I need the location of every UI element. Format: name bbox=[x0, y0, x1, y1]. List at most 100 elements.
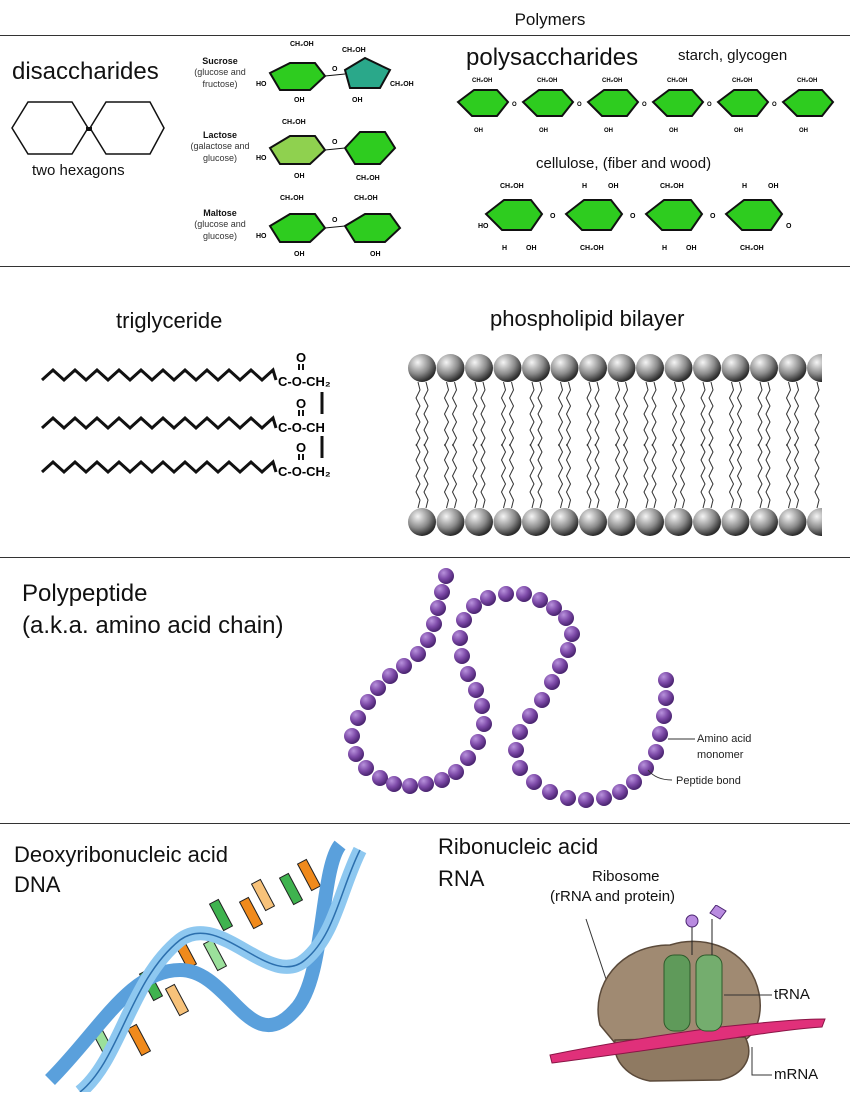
amino-acid-bead bbox=[656, 708, 672, 724]
svg-text:OH: OH bbox=[294, 97, 305, 104]
amino-acid-bead bbox=[498, 586, 514, 602]
mrna-label: mRNA bbox=[774, 1066, 819, 1083]
amino-acid-bead bbox=[396, 658, 412, 674]
lipid-tail bbox=[480, 381, 486, 447]
lipid-tail bbox=[700, 443, 706, 509]
lipid-head bbox=[493, 508, 522, 536]
lipid-tail bbox=[415, 381, 421, 447]
dna-strand-back bbox=[45, 840, 346, 1085]
svg-text:OH: OH bbox=[686, 245, 697, 252]
svg-text:CH₂OH: CH₂OH bbox=[282, 119, 306, 126]
two-hexagons-label: two hexagons bbox=[32, 162, 125, 179]
svg-text:H: H bbox=[582, 183, 587, 190]
amino-acid-bead bbox=[652, 726, 668, 742]
maltose-name: Maltose bbox=[203, 208, 237, 218]
lipid-tail bbox=[671, 443, 678, 509]
lipid-tail bbox=[508, 443, 515, 509]
bond-leader-line bbox=[647, 769, 673, 781]
lipid-tail bbox=[472, 381, 478, 447]
lipid-tail bbox=[614, 443, 621, 509]
lipid-tail bbox=[537, 381, 543, 447]
lipid-head bbox=[550, 508, 579, 536]
lipid-head bbox=[550, 354, 579, 382]
svg-text:O: O bbox=[772, 102, 777, 108]
lipid-head bbox=[408, 354, 436, 382]
lipid-tail bbox=[793, 381, 800, 447]
dna-helix-diagram bbox=[45, 840, 367, 1092]
svg-text:H: H bbox=[742, 183, 747, 190]
lipid-tail bbox=[423, 381, 429, 447]
sucrose-label: Sucrose (glucose and fructose) bbox=[180, 56, 260, 90]
lactose-sub1: (galactose and bbox=[190, 141, 250, 151]
amino-acid-label: Amino acid bbox=[697, 733, 752, 745]
svg-text:O: O bbox=[512, 102, 517, 108]
dna-heading: Deoxyribonucleic acid bbox=[14, 842, 228, 867]
lipid-tail bbox=[765, 443, 771, 509]
amino-acid-bead bbox=[508, 742, 524, 758]
lipid-head bbox=[493, 354, 522, 382]
disaccharides-heading: disaccharides bbox=[12, 58, 159, 85]
amino-acid-bead bbox=[430, 600, 446, 616]
amino-acid-bead bbox=[468, 682, 484, 698]
ester-group-1: C-O-CH₂ bbox=[278, 374, 331, 389]
amino-acid-bead bbox=[386, 776, 402, 792]
ribosome-label: Ribosome bbox=[592, 868, 660, 885]
svg-text:OH: OH bbox=[370, 251, 381, 258]
amino-acid-bead bbox=[456, 612, 472, 628]
lipid-head bbox=[436, 508, 465, 536]
lipid-tail bbox=[586, 381, 592, 447]
svg-text:OH: OH bbox=[474, 128, 483, 134]
svg-text:CH₂OH: CH₂OH bbox=[472, 78, 492, 84]
disaccharide-structures: CH₂OH CH₂OH O HO CH₂OH OH OH CH₂OH O HO … bbox=[256, 41, 414, 258]
lipid-head bbox=[636, 354, 664, 382]
lipid-tail bbox=[500, 443, 507, 509]
lipid-tail bbox=[614, 381, 621, 447]
amino-acid-bead bbox=[658, 672, 674, 688]
svg-text:OH: OH bbox=[352, 97, 363, 104]
amino-acid-bead bbox=[526, 774, 542, 790]
amino-acid-bead bbox=[382, 668, 398, 684]
amino-acid-bead bbox=[512, 760, 528, 776]
svg-text:H: H bbox=[502, 245, 507, 252]
amino-acid-bead bbox=[560, 790, 576, 806]
sucrose-sub2: fructose) bbox=[202, 79, 238, 89]
amino-acid-bead bbox=[560, 642, 576, 658]
amino-acid-bead bbox=[426, 616, 442, 632]
amino-acid-on-trna bbox=[685, 914, 699, 928]
lipid-head bbox=[693, 508, 721, 536]
divider-carbs bbox=[0, 266, 850, 267]
lactose-label: Lactose (galactose and glucose) bbox=[180, 130, 260, 164]
ribosome-sublabel: (rRNA and protein) bbox=[550, 888, 676, 905]
amino-acid-bead bbox=[532, 592, 548, 608]
lipid-tail bbox=[565, 381, 572, 447]
amino-acid-bead bbox=[410, 646, 426, 662]
amino-acid-bead bbox=[448, 764, 464, 780]
mrna-leader-line bbox=[751, 1047, 772, 1076]
hexagon-right bbox=[89, 101, 165, 155]
lipid-tail bbox=[757, 443, 763, 509]
sucrose-sub1: (glucose and bbox=[194, 67, 246, 77]
svg-text:OH: OH bbox=[768, 183, 779, 190]
amino-acid-bead bbox=[460, 666, 476, 682]
lipid-tail bbox=[679, 443, 686, 509]
divider-protein bbox=[0, 823, 850, 824]
page-title: Polymers bbox=[514, 10, 586, 29]
amino-acid-bead bbox=[466, 598, 482, 614]
trna-label: tRNA bbox=[774, 986, 810, 1003]
ester-group-3: C-O-CH₂ bbox=[278, 464, 331, 479]
amino-acid-bead bbox=[420, 632, 436, 648]
lipid-head bbox=[778, 354, 807, 382]
lactose-glucose-ring bbox=[343, 131, 397, 165]
lipid-tail bbox=[500, 381, 507, 447]
svg-text:CH₂OH: CH₂OH bbox=[740, 245, 764, 252]
amino-acid-bead bbox=[454, 648, 470, 664]
amino-acid-bead bbox=[470, 734, 486, 750]
amino-acid-bead bbox=[522, 708, 538, 724]
lipid-tail bbox=[651, 443, 657, 509]
lipid-tail bbox=[594, 443, 600, 509]
amino-acid-bead bbox=[648, 744, 664, 760]
svg-text:CH₂OH: CH₂OH bbox=[390, 81, 414, 88]
starch-rings bbox=[456, 89, 835, 117]
lipid-tail bbox=[814, 381, 820, 447]
